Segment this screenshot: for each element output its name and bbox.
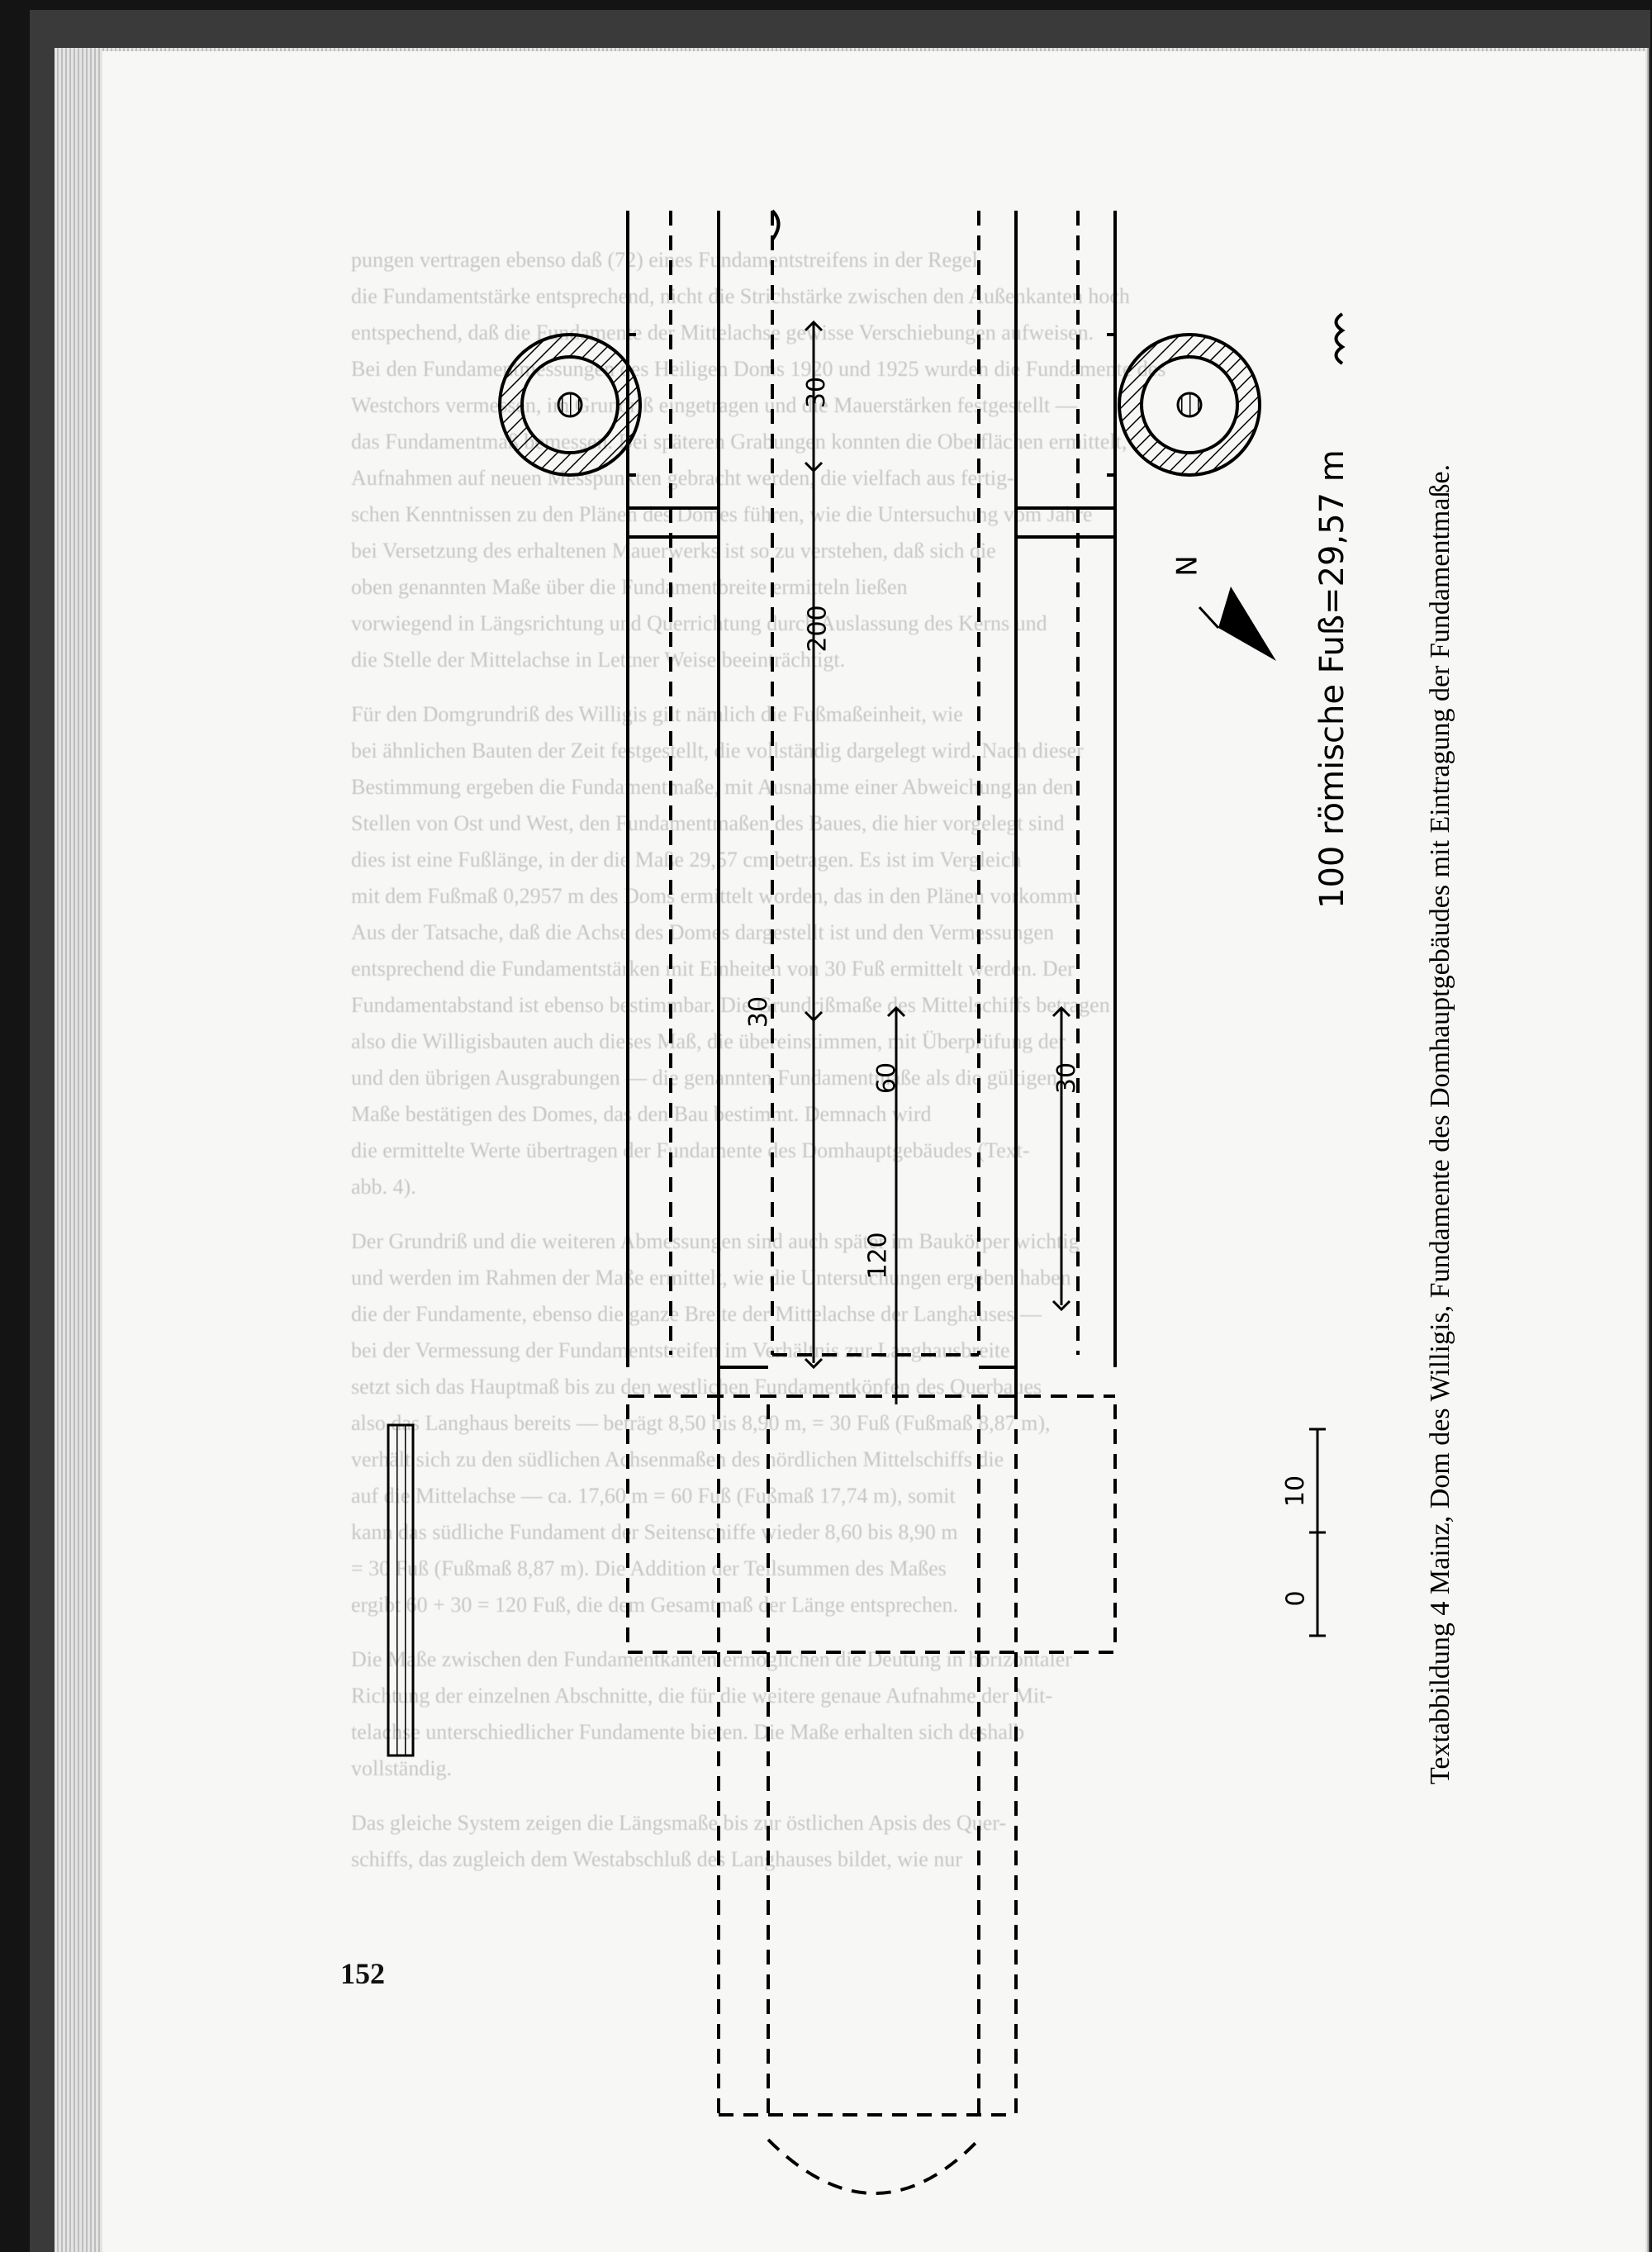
bleed-through-line: kann das südliche Fundament der Seitensc… [351, 1520, 958, 1544]
bleed-through-line: die Stelle der Mittelachse in Lettner We… [351, 648, 846, 672]
dimension-label: 30 [1052, 1062, 1082, 1095]
bleed-through-line: Bei den Fundamentmessungen des Heiligen … [351, 357, 1166, 381]
bleed-through-line: auf die Mittelachse — ca. 17,60 m = 60 F… [351, 1484, 956, 1508]
bleed-through-line: mit dem Fußmaß 0,2957 m des Doms ermitte… [351, 884, 1080, 908]
figure-caption: Textabbildung 4 Mainz, Dom des Willigis,… [1425, 463, 1455, 1784]
bleed-through-line: die der Fundamente, ebenso die ganze Bre… [351, 1302, 1042, 1326]
bleed-through-line: dies ist eine Fußlänge, in der die Maße … [351, 848, 1022, 872]
bleed-through-line: Der Grundriß und die weiteren Abmessunge… [351, 1229, 1080, 1253]
bleed-through-line: Für den Domgrundriß des Willigis gilt nä… [351, 702, 963, 726]
bleed-through-line: die ermittelte Werte übertragen der Fund… [351, 1138, 1030, 1162]
bleed-through-line: die Fundamentstärke entsprechend, nicht … [351, 284, 1130, 308]
bleed-through-line: Maße bestätigen des Domes, das den Bau b… [351, 1102, 932, 1126]
page [102, 51, 1645, 2252]
bleed-through-line: verhält sich zu den südlichen Achsenmaße… [351, 1447, 1004, 1471]
dimension-label: 10 [1281, 1475, 1311, 1508]
bleed-through-line: Stellen von Ost und West, den Fundamentm… [351, 811, 1065, 835]
bleed-through-line: das Fundamentmaß bemessen. Bei späteren … [351, 430, 1127, 454]
bleed-through-line: schiffs, das zugleich dem Westabschluß d… [351, 1847, 962, 1871]
bleed-through-line: = 30 Fuß (Fußmaß 8,87 m). Die Addition d… [351, 1556, 947, 1580]
bleed-through-line: Aus der Tatsache, daß die Achse des Dome… [351, 920, 1054, 944]
bleed-through-line: Fundamentabstand ist ebenso bestimmbar. … [351, 993, 1110, 1017]
scale-label: 100 römische Fuß=29,57 m [1313, 449, 1351, 909]
bleed-through-line: vorwiegend in Längsrichtung und Querrich… [351, 611, 1047, 635]
dimension-label: 60 [872, 1062, 902, 1095]
dimension-label: 200 [803, 605, 833, 653]
bleed-through-line: und werden im Rahmen der Maße ermittelt,… [351, 1266, 1071, 1290]
bleed-through-line: entsprechend die Fundamentstärken mit Ei… [351, 957, 1075, 981]
bleed-through-line: bei der Vermessung der Fundamentstreifen… [351, 1338, 1010, 1362]
bleed-through-line: Aufnahmen auf neuen Messpunkten gebracht… [351, 466, 1014, 490]
bleed-through-line: ergibt 60 + 30 = 120 Fuß, die dem Gesamt… [351, 1593, 958, 1617]
bleed-through-line: schen Kenntnissen zu den Plänen des Dome… [351, 502, 1093, 526]
bleed-through-line: abb. 4). [351, 1175, 416, 1199]
dimension-label: 0 [1281, 1590, 1311, 1607]
bleed-through-line: Westchors vermessen, im Grundriß eingetr… [351, 393, 1077, 417]
bleed-through-line: und den übrigen Ausgrabungen — die genan… [351, 1066, 1057, 1090]
bleed-through-line: telachse unterschiedlicher Fundamente bi… [351, 1720, 1025, 1744]
bleed-through-line: also die Willigisbauten auch dieses Maß,… [351, 1029, 1066, 1053]
page-number: 152 [340, 1957, 385, 1990]
north-label: N [1170, 555, 1204, 577]
bleed-through-line: also das Langhaus bereits — beträgt 8,50… [351, 1411, 1051, 1435]
dimension-label: 30 [802, 376, 832, 409]
bleed-through-line: bei Versetzung des erhaltenen Mauerwerks… [351, 539, 996, 563]
bleed-through-line: Bestimmung ergeben die Fundamentmaße, mi… [351, 775, 1074, 799]
bleed-through-line: Das gleiche System zeigen die Längsmaße … [351, 1811, 1006, 1835]
bleed-through-line: Richtung der einzelnen Abschnitte, die f… [351, 1684, 1053, 1708]
bleed-through-line: pungen vertragen ebenso daß (72) eines F… [351, 248, 978, 272]
north-arrow-icon [1198, 587, 1276, 661]
dimension-label: 30 [744, 995, 774, 1029]
dimension-label: 120 [863, 1232, 893, 1280]
bleed-through-line: vollständig. [351, 1756, 453, 1780]
bleed-through-line: entspechend, daß die Fundamente der Mitt… [351, 321, 1094, 344]
